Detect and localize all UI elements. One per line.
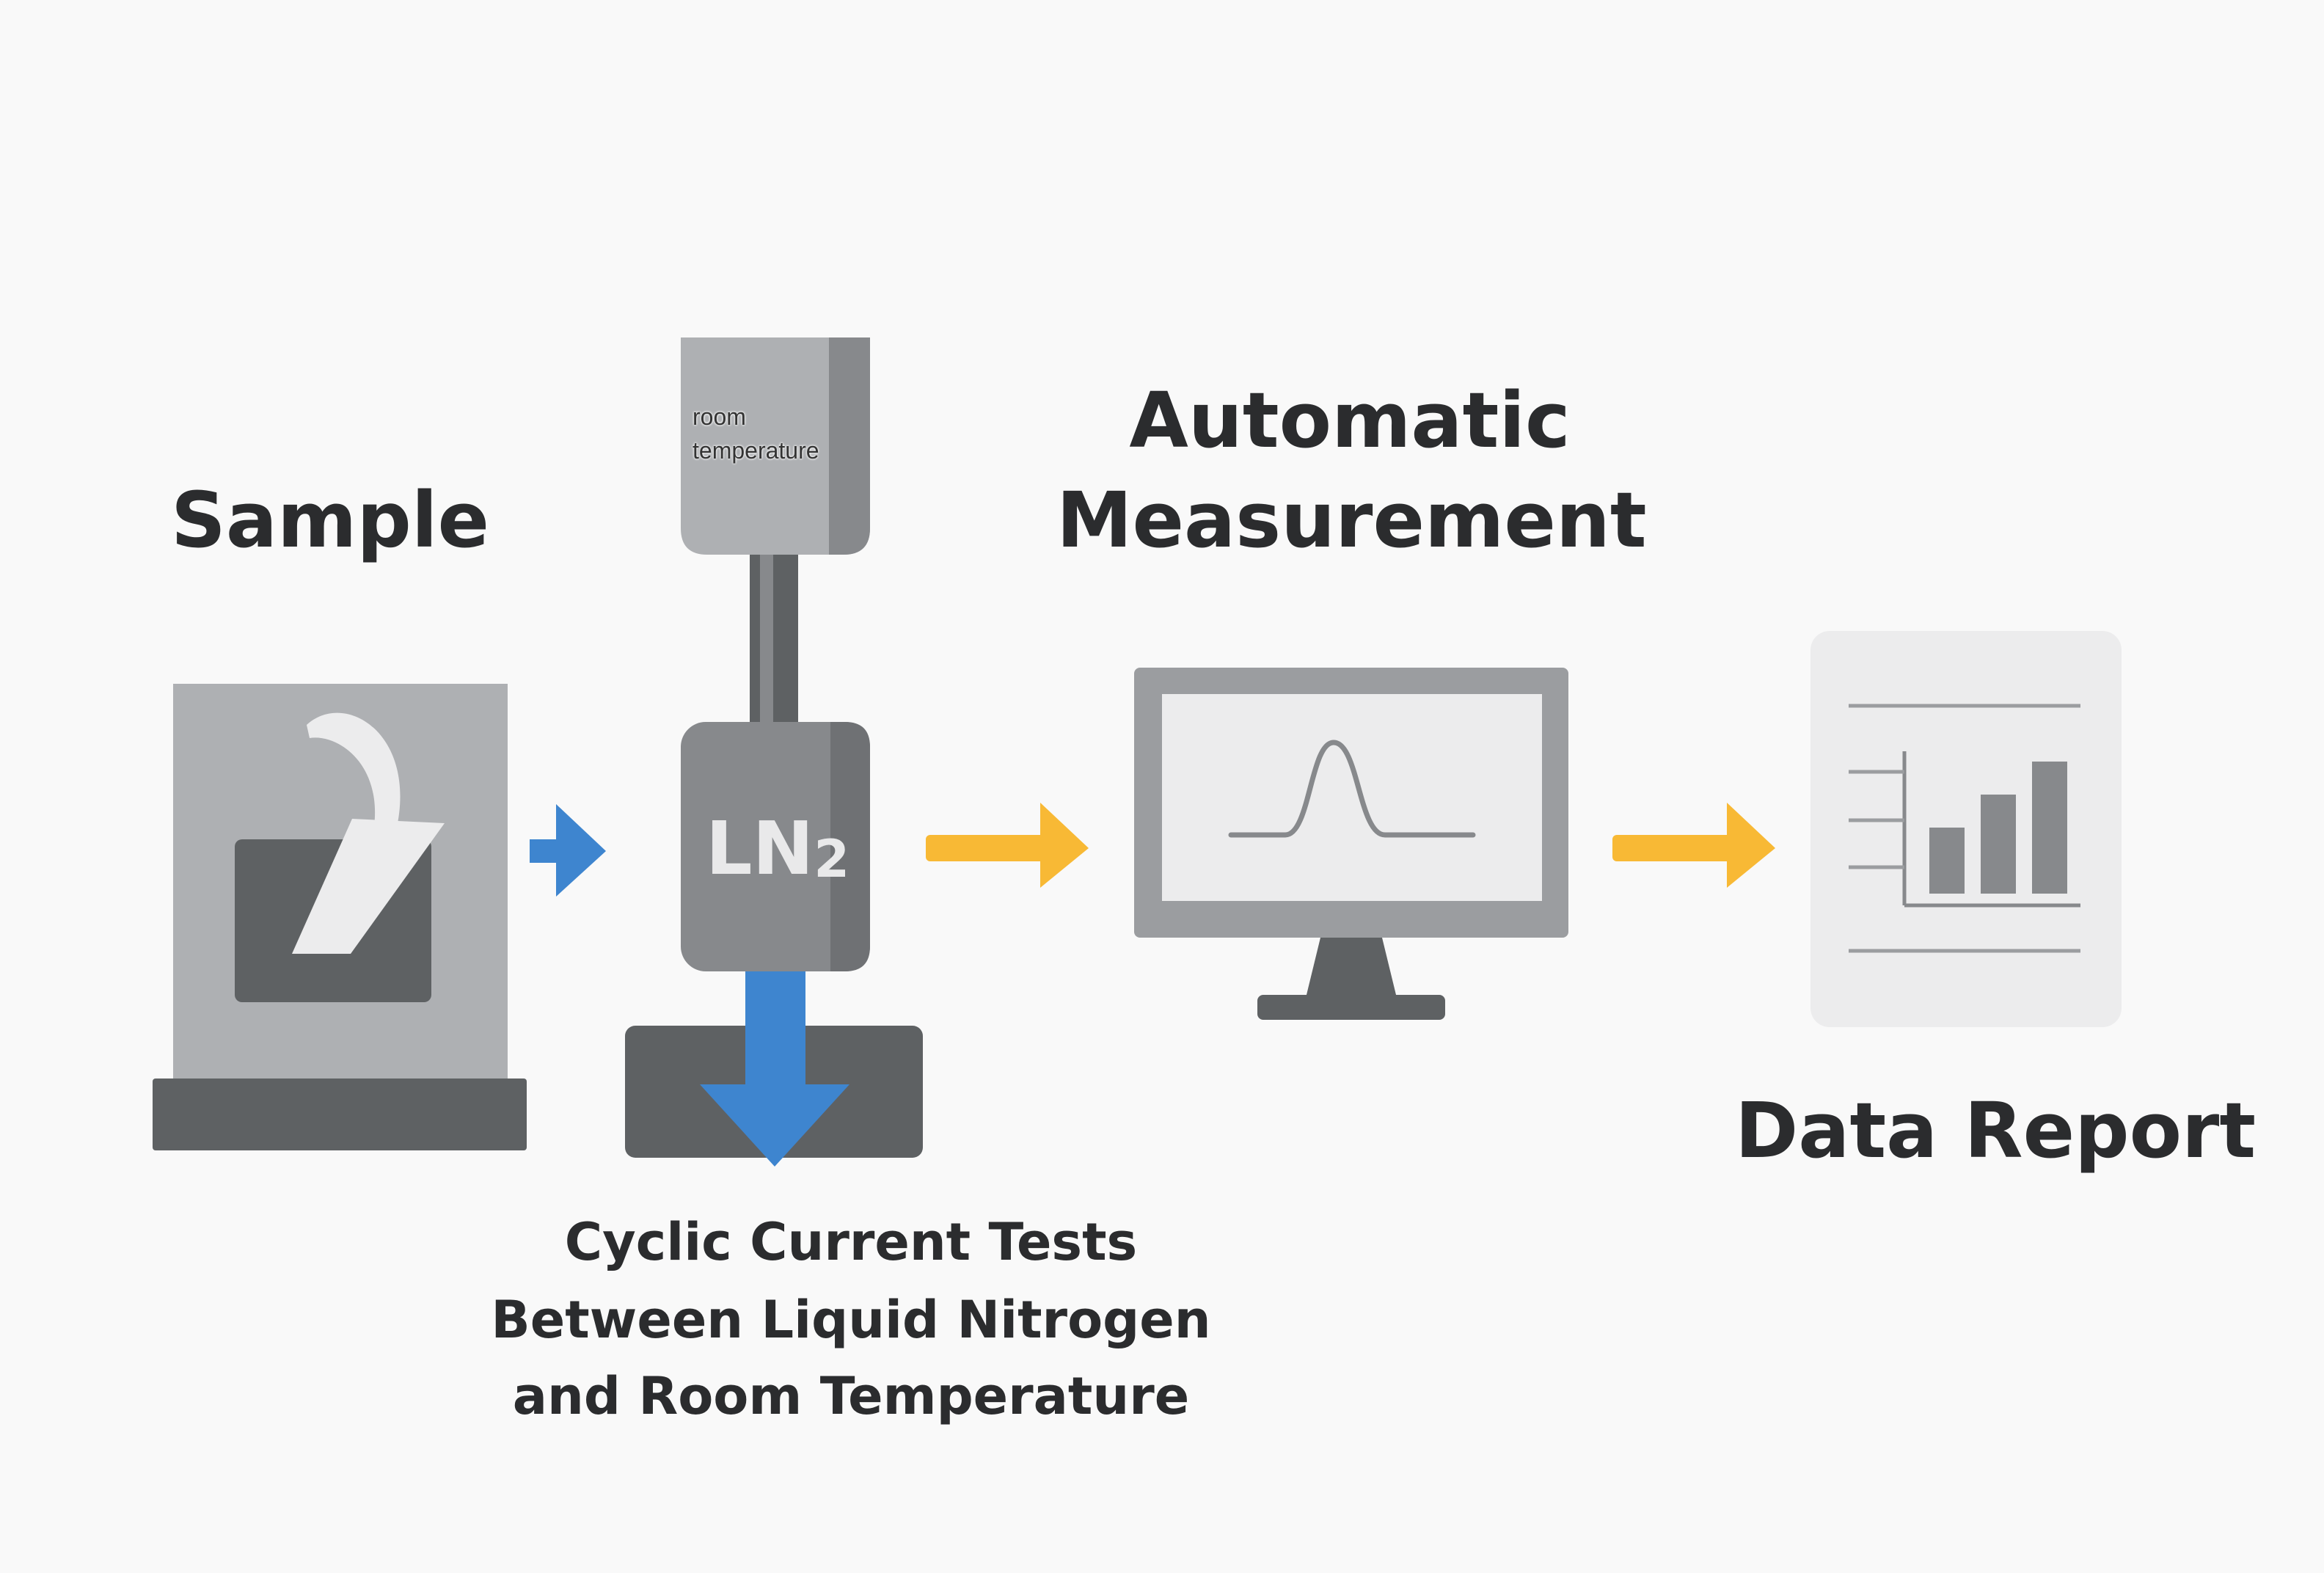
measurement-title-line-2: Measurement: [1056, 475, 1647, 565]
report-bar-2: [1981, 795, 2016, 894]
report-bar-3: [2032, 762, 2067, 894]
cryostat-caption-line-3: and Room Temperature: [512, 1366, 1190, 1426]
cooling-down-arrow: [700, 971, 849, 1167]
measurement-monitor: [1134, 668, 1568, 1020]
vessel-label-line-1: room: [693, 404, 746, 430]
monitor-screen: [1162, 694, 1542, 901]
cryostat-caption-line-2: Between Liquid Nitrogen: [491, 1290, 1211, 1350]
ln2-label: LN2: [682, 806, 873, 891]
cryostat-caption-line-1: Cyclic Current Tests: [564, 1212, 1138, 1272]
ln2-chamber: [681, 722, 870, 971]
vessel-label-line-2: temperature: [693, 437, 819, 464]
arrow-measurement-to-report: [1612, 803, 1775, 888]
sample-piece: [292, 819, 445, 954]
ln2-chamber-shade: [830, 722, 870, 971]
monitor-neck: [1306, 938, 1397, 998]
sample-insert-arc: [307, 712, 401, 831]
sample-device-base: [153, 1079, 527, 1150]
cryostat: [625, 337, 923, 1167]
monitor-stand: [1257, 995, 1445, 1020]
arrow-cryostat-to-measurement: [926, 803, 1089, 888]
sample-title: Sample: [170, 475, 490, 565]
arrow-sample-to-cryostat: [530, 804, 606, 897]
ln2-label-subscript: 2: [814, 829, 850, 889]
room-temperature-vessel-shade: [829, 337, 870, 555]
report-bars: [1929, 762, 2067, 894]
measurement-title-line-1: Automatic: [1129, 376, 1571, 465]
report-bar-1: [1929, 828, 1965, 894]
sample-device: [153, 684, 527, 1150]
data-report-document: [1810, 631, 2122, 1027]
measurement-peak-curve: [1228, 740, 1476, 838]
cryostat-rod: [750, 555, 798, 725]
report-page: [1810, 631, 2122, 1027]
report-title: Data Report: [1734, 1086, 2257, 1175]
ln2-label-main: LN: [705, 806, 814, 891]
cryostat-rod-highlight: [760, 555, 773, 725]
room-temperature-vessel: [681, 337, 870, 555]
